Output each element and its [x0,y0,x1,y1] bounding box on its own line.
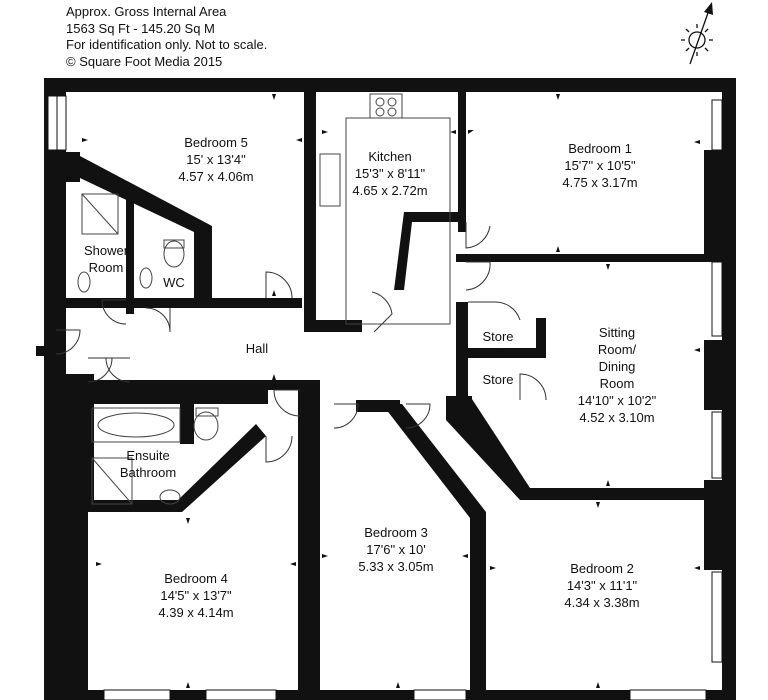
room-imperial: 14'5" x 13'7" [160,588,232,603]
room-bedroom5: Bedroom 5 15' x 13'4" 4.57 x 4.06m [156,134,276,185]
area-values: 1563 Sq Ft - 145.20 Sq M [66,20,215,36]
copyright: © Square Foot Media 2015 [66,53,223,69]
room-name: Bedroom 2 [570,561,634,576]
room-metric: 4.65 x 2.72m [352,183,428,198]
room-bedroom4: Bedroom 4 14'5" x 13'7" 4.39 x 4.14m [136,570,256,621]
area-title: Approx. Gross Internal Area [66,4,227,19]
disclaimer: For identification only. Not to scale. [66,37,268,52]
room-name: Bedroom 4 [164,571,228,586]
room-metric: 5.33 x 3.05m [358,559,434,574]
room-sitting-dining: Sitting Room/ Dining Room 14'10" x 10'2"… [577,325,657,425]
room-metric: 4.34 x 3.38m [564,595,640,610]
windows [47,95,723,700]
room-bedroom2: Bedroom 2 14'3" x 11'1" 4.34 x 3.38m [542,560,662,611]
room-store-upper: Store [482,329,514,344]
fixtures [77,93,451,505]
room-store-lower: Store [482,372,514,387]
room-imperial: 14'3" x 11'1" [566,578,638,593]
room-bedroom3: Bedroom 3 17'6" x 10' 5.33 x 3.05m [336,524,456,575]
room-metric: 4.57 x 4.06m [178,169,254,184]
room-ensuite: Ensuite Bathroom [119,448,177,480]
entrance-arrow-icon [36,340,56,362]
room-imperial: 15' x 13'4" [186,152,246,167]
room-name: Bedroom 3 [364,525,428,540]
room-name: Bedroom 1 [568,141,632,156]
room-name: Kitchen [368,149,412,164]
room-bedroom1: Bedroom 1 15'7" x 10'5" 4.75 x 3.17m [540,140,660,191]
room-hall: Hall [245,341,269,356]
room-shower: Shower Room [83,243,129,275]
room-imperial: 17'6" x 10' [366,542,426,557]
room-imperial: 15'7" x 10'5" [564,158,636,173]
room-imperial: 15'3" x 8'11" [354,166,426,181]
area-info: Approx. Gross Internal Area 1563 Sq Ft -… [66,4,267,70]
walls [44,78,736,700]
room-metric: 4.39 x 4.14m [158,605,234,620]
door-swings [55,222,547,463]
room-name: Bedroom 5 [184,135,248,150]
dimension-ticks [82,94,700,688]
room-kitchen: Kitchen 15'3" x 8'11" 4.65 x 2.72m [340,148,440,199]
room-wc: WC [163,275,185,290]
compass-north-sun-icon [681,2,713,65]
room-metric: 4.75 x 3.17m [562,175,638,190]
